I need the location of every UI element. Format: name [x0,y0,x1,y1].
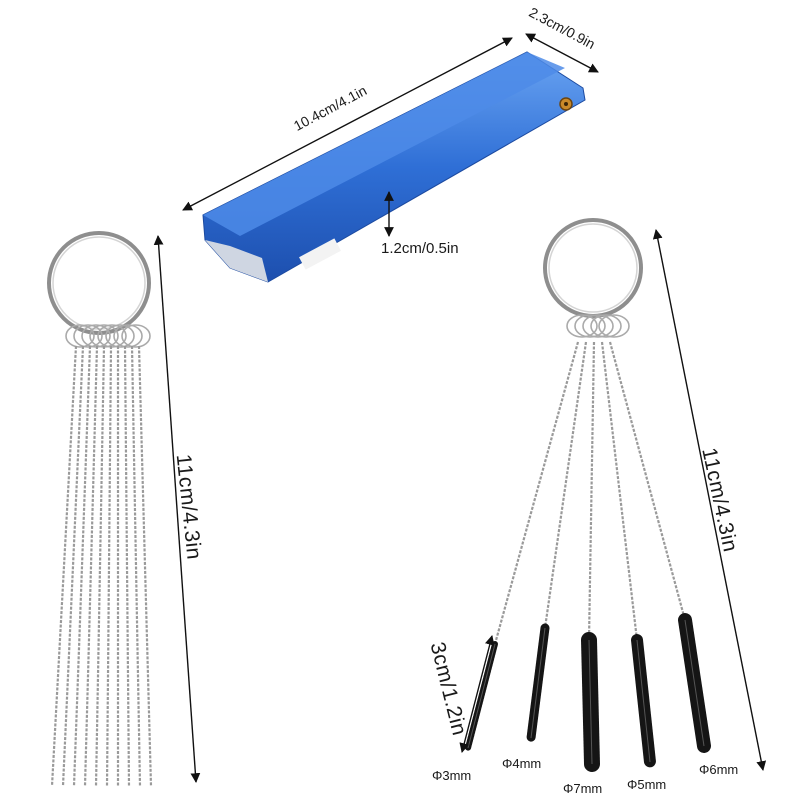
brush-key-ring [543,218,643,318]
brush-wires [465,341,711,772]
needle-wire [130,345,142,787]
brush-core [467,643,496,749]
brush-wire [493,341,580,645]
brush-small-rings [566,314,630,338]
brush-diameter-label-4: Φ5mm [627,777,667,792]
case-end-cap [205,240,268,282]
needle-small-ring [73,324,103,348]
brush-small-ring [582,314,614,338]
needle-wires [50,345,153,787]
brush-diameter-label-3: Φ7mm [563,781,603,796]
brush-small-ring [598,314,630,338]
needle-wire [94,345,106,787]
needle-key-ring [47,231,151,335]
brush-small-ring [566,314,598,338]
needle-small-ring [121,324,151,348]
needle-wire [105,345,113,787]
brush-core [588,639,593,765]
needle-small-ring [65,324,95,348]
case-length-dimension-line [182,37,513,211]
case-opening [299,238,341,270]
needle-wire [137,345,153,787]
needle-small-ring [105,324,135,348]
needle-wire [83,345,99,787]
needle-set [47,231,153,787]
brush-diameter-label-2: Φ4mm [502,756,542,771]
needle-wire [72,345,92,787]
brush-wire [543,341,588,629]
needle-wire [123,345,131,787]
brush-length-dimension-line [652,229,767,771]
needle-small-ring [113,324,143,348]
needle-wire [50,345,78,787]
brush-wire [587,341,596,641]
brush-wire [600,341,639,641]
brush-diameter-label-1: Φ3mm [432,768,472,783]
brush-diameter-label-5: Φ6mm [699,762,739,777]
bristle-length-dimension-line [459,635,495,753]
case-width-dimension-line [525,33,599,73]
brush-small-ring [590,314,622,338]
case-height-label: 1.2cm/0.5in [381,240,459,257]
brush-wire [608,341,687,621]
brush-small-ring [574,314,606,338]
brush-set [465,218,711,772]
needle-wire [61,345,85,787]
brush-core [530,627,546,739]
needle-length-dimension-line [153,235,201,783]
brush-core [636,639,651,763]
